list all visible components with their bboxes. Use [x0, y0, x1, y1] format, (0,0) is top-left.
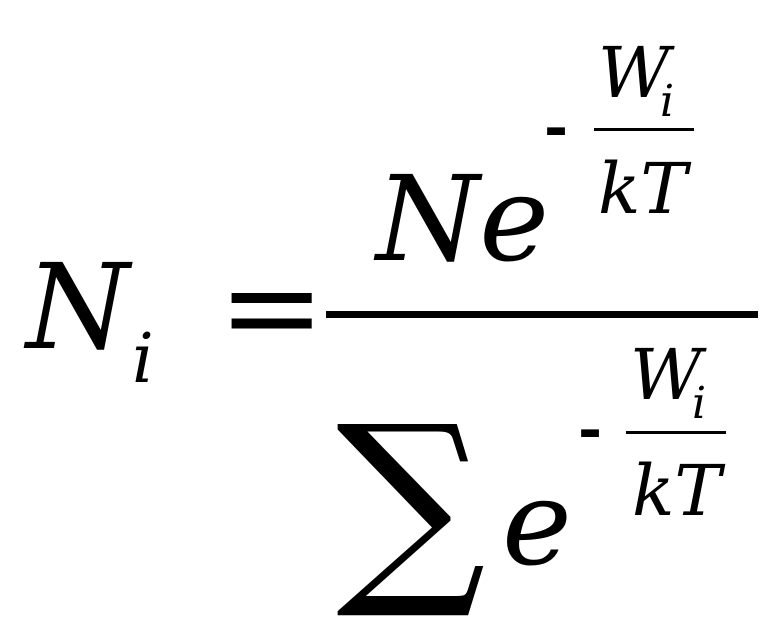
denominator-exponent-w-subscript: i	[692, 378, 707, 429]
numerator-exponent-w-subscript: i	[660, 76, 675, 127]
numerator-exponent-kt: kT	[598, 148, 688, 230]
numerator-exponent-fraction-bar	[594, 128, 694, 131]
denominator-exponent-sign: -	[578, 395, 603, 463]
main-fraction-bar	[326, 311, 758, 318]
denominator-base: e	[502, 454, 572, 592]
lhs-subscript: i	[132, 320, 154, 399]
numerator-prefix: Ne	[376, 150, 550, 288]
denominator-exponent-fraction-bar	[626, 431, 726, 434]
numerator-exponent-w: W	[598, 32, 670, 114]
numerator-exponent-sign: -	[544, 93, 569, 161]
lhs-symbol: N	[26, 238, 130, 376]
denominator-exponent-kt: kT	[632, 450, 722, 532]
equals-sign: =	[218, 233, 326, 382]
denominator-sum-sign: ∑	[336, 380, 486, 625]
denominator-exponent-w: W	[630, 334, 702, 416]
